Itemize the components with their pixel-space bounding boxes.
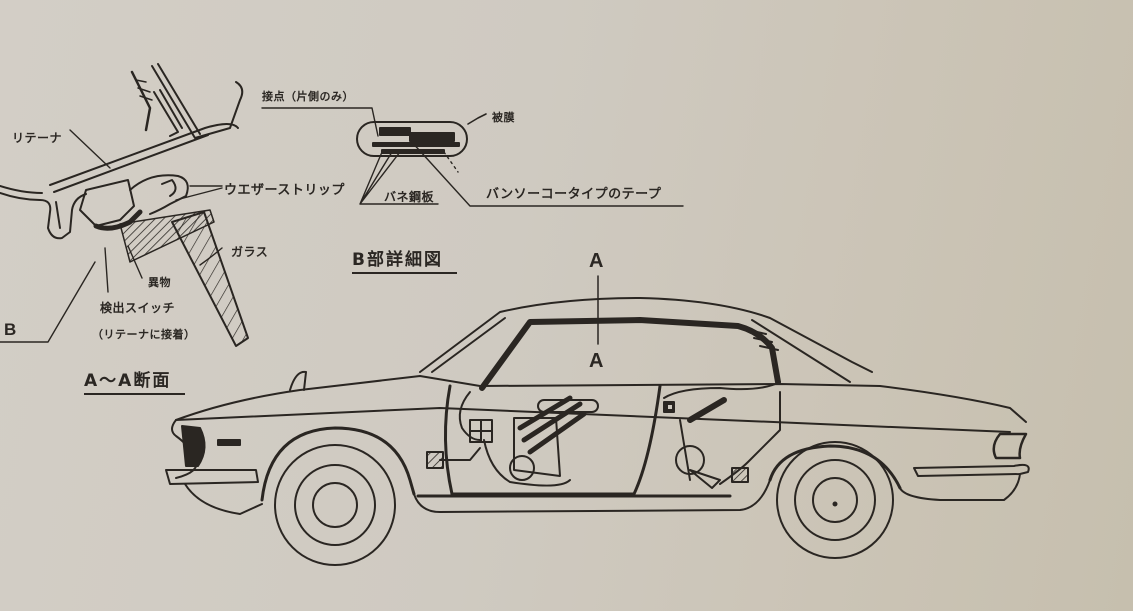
car-side-drawing bbox=[165, 275, 1030, 566]
detail-b-drawing bbox=[261, 107, 684, 207]
detection-switch-label: 検出スイッチ bbox=[100, 301, 176, 315]
section-marker-top: A bbox=[589, 250, 604, 272]
section-marker-bottom: A bbox=[589, 350, 604, 372]
section-aa-title: A〜A断面 bbox=[84, 366, 186, 395]
spring-steel-label: バネ鋼板 bbox=[384, 190, 435, 204]
detail-b-title: B部詳細図 bbox=[352, 245, 457, 274]
tape-label: バンソーコータイプのテープ bbox=[486, 187, 662, 202]
coating-label: 被膜 bbox=[492, 111, 515, 124]
detection-switch-note: （リテーナに接着） bbox=[92, 328, 196, 341]
glass-label: ガラス bbox=[231, 245, 269, 259]
b-marker: B bbox=[4, 320, 17, 339]
retainer-label: リテーナ bbox=[12, 131, 63, 145]
foreign-object-label: 異物 bbox=[148, 276, 171, 289]
contact-label: 接点（片側のみ） bbox=[262, 90, 354, 103]
section-aa-drawing bbox=[0, 63, 249, 347]
weather-strip-label: ウエザーストリップ bbox=[224, 183, 345, 198]
